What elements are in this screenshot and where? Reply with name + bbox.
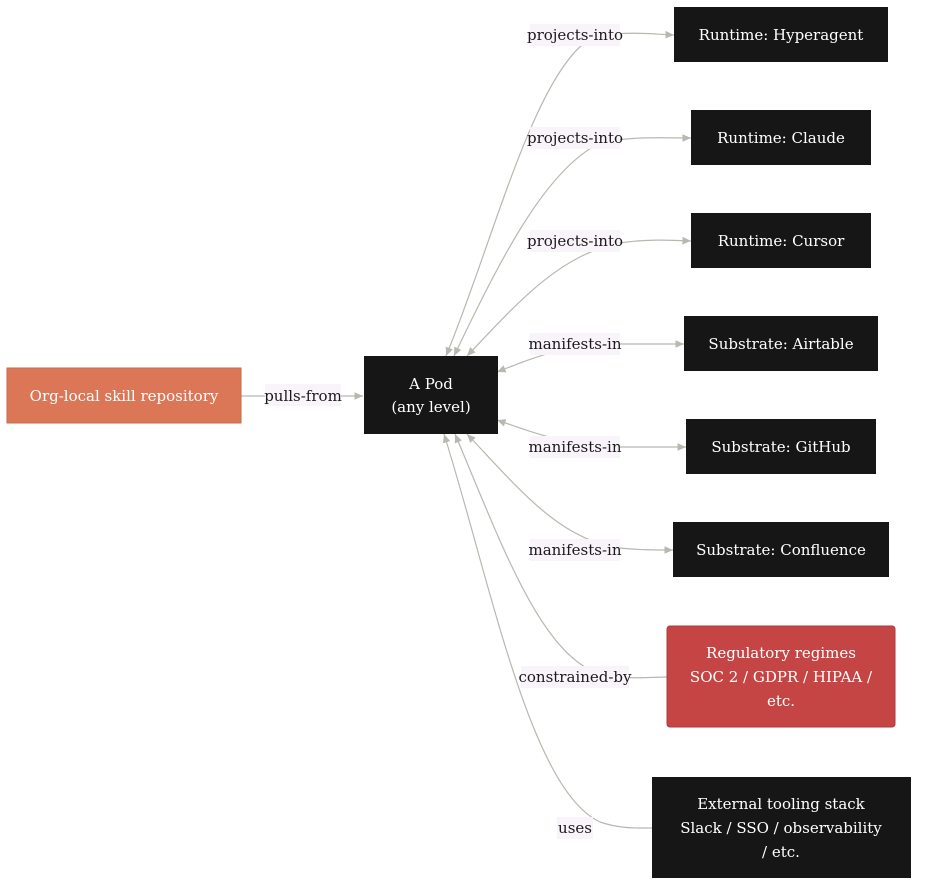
edge-label-pod-tooling: uses — [557, 817, 593, 839]
node-box — [691, 110, 871, 165]
node-runtime-cursor[interactable]: Runtime: Cursor — [691, 213, 871, 268]
node-label-line-2: (any level) — [391, 398, 470, 416]
node-org-local-skill-repository[interactable]: Org-local skill repository — [6, 367, 242, 424]
node-label: Runtime: Cursor — [718, 232, 845, 250]
edge-label-text: projects-into — [527, 26, 623, 44]
node-label-line-2: Slack / SSO / observability — [680, 819, 882, 837]
node-label-line-2: SOC 2 / GDPR / HIPAA / — [690, 668, 873, 686]
node-label: Substrate: GitHub — [711, 438, 850, 456]
edge-label-pod-confluence: manifests-in — [528, 539, 622, 561]
edge-label-pod-github: manifests-in — [528, 436, 622, 458]
edge-label-pod-regulatory: constrained-by — [518, 666, 632, 688]
edge-label-text: constrained-by — [518, 668, 632, 686]
nodes: Org-local skill repository A Pod (any le… — [6, 7, 911, 878]
node-box — [673, 522, 889, 577]
node-box — [674, 7, 888, 62]
node-label: Substrate: Airtable — [708, 335, 853, 353]
edge-label-text: projects-into — [527, 232, 623, 250]
node-box — [6, 367, 242, 424]
node-runtime-claude[interactable]: Runtime: Claude — [691, 110, 871, 165]
edge-label-text: pulls-from — [264, 387, 342, 405]
node-runtime-hyperagent[interactable]: Runtime: Hyperagent — [674, 7, 888, 62]
edge-labels: pulls-from projects-into projects-into p… — [264, 24, 632, 839]
node-label-line-1: A Pod — [408, 375, 453, 393]
node-box — [684, 316, 878, 371]
edge-label-text: uses — [558, 819, 592, 837]
edge-label-text: projects-into — [527, 129, 623, 147]
edge-label-pod-claude: projects-into — [527, 127, 623, 149]
node-label: Org-local skill repository — [30, 387, 219, 405]
node-regulatory-regimes[interactable]: Regulatory regimes SOC 2 / GDPR / HIPAA … — [666, 625, 896, 728]
node-label-line-1: External tooling stack — [697, 795, 865, 813]
edge-label-text: manifests-in — [528, 335, 621, 353]
edge-pod-hyperagent — [445, 30, 675, 357]
edge-pod-tooling — [442, 433, 653, 829]
edge-label-repo-pod: pulls-from — [264, 384, 342, 406]
edge-label-pod-cursor: projects-into — [527, 230, 623, 252]
node-label: Substrate: Confluence — [696, 541, 866, 559]
node-label-line-3: etc. — [767, 692, 795, 710]
node-box — [686, 419, 876, 474]
node-box — [652, 777, 911, 878]
node-substrate-airtable[interactable]: Substrate: Airtable — [684, 316, 878, 371]
node-box — [691, 213, 871, 268]
edge-label-text: manifests-in — [528, 438, 621, 456]
node-label: Runtime: Hyperagent — [699, 26, 864, 44]
node-substrate-github[interactable]: Substrate: GitHub — [686, 419, 876, 474]
node-substrate-confluence[interactable]: Substrate: Confluence — [673, 522, 889, 577]
node-box — [364, 356, 498, 434]
node-label-line-3: / etc. — [762, 843, 800, 861]
node-label: Runtime: Claude — [717, 129, 845, 147]
node-a-pod[interactable]: A Pod (any level) — [364, 356, 498, 434]
edge-pod-regulatory — [454, 433, 668, 679]
edge-label-pod-airtable: manifests-in — [528, 333, 622, 355]
node-external-tooling-stack[interactable]: External tooling stack Slack / SSO / obs… — [652, 777, 911, 878]
edge-label-pod-hyperagent: projects-into — [527, 24, 623, 46]
node-box — [666, 625, 896, 728]
edge-label-text: manifests-in — [528, 541, 621, 559]
node-label-line-1: Regulatory regimes — [706, 644, 856, 662]
